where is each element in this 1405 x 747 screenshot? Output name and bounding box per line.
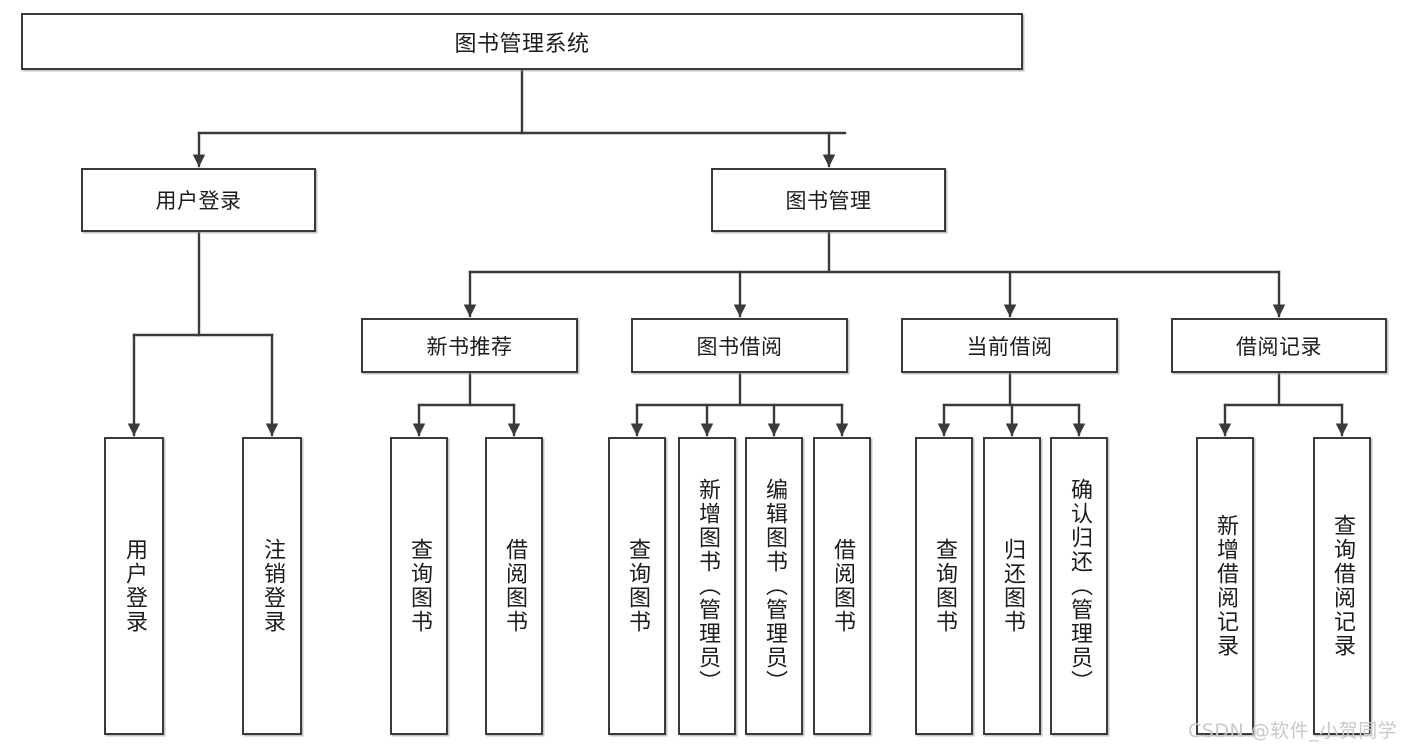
node-leaf-add-book-admin-label: 新增图书（管理员） [694, 478, 720, 694]
node-leaf-logout-label: 注销登录 [259, 538, 285, 634]
node-root[interactable]: 图书管理系统 [21, 13, 1023, 70]
node-new-book-recommend-label: 新书推荐 [426, 334, 513, 359]
node-leaf-query-borrow-record-label: 查询借阅记录 [1329, 514, 1355, 658]
node-book-management[interactable]: 图书管理 [711, 168, 946, 232]
node-borrow-record-label: 借阅记录 [1236, 334, 1322, 359]
node-leaf-query-book-borrow[interactable]: 查询图书 [608, 437, 666, 735]
node-user-login[interactable]: 用户登录 [81, 168, 316, 232]
node-leaf-borrow-book[interactable]: 借阅图书 [813, 437, 871, 735]
node-leaf-borrow-book-label: 借阅图书 [829, 538, 855, 634]
node-leaf-edit-book-admin[interactable]: 编辑图书（管理员） [745, 437, 803, 735]
node-current-borrow[interactable]: 当前借阅 [901, 318, 1118, 373]
node-leaf-query-book-borrow-label: 查询图书 [624, 538, 650, 634]
node-user-login-label: 用户登录 [155, 189, 242, 213]
node-leaf-edit-book-admin-label: 编辑图书（管理员） [761, 478, 787, 694]
node-leaf-logout[interactable]: 注销登录 [242, 437, 302, 735]
node-leaf-add-book-admin[interactable]: 新增图书（管理员） [678, 437, 736, 735]
node-leaf-query-book-recommend[interactable]: 查询图书 [390, 437, 448, 735]
node-leaf-add-borrow-record-label: 新增借阅记录 [1212, 514, 1238, 658]
node-leaf-query-book-recommend-label: 查询图书 [406, 538, 432, 634]
node-leaf-user-login[interactable]: 用户登录 [104, 437, 164, 735]
node-current-borrow-label: 当前借阅 [966, 334, 1053, 359]
node-leaf-borrow-book-recommend[interactable]: 借阅图书 [485, 437, 543, 735]
node-leaf-confirm-return-admin[interactable]: 确认归还（管理员） [1050, 437, 1108, 735]
node-root-label: 图书管理系统 [454, 31, 590, 57]
node-leaf-borrow-book-recommend-label: 借阅图书 [501, 538, 527, 634]
node-borrow-record[interactable]: 借阅记录 [1171, 318, 1387, 373]
node-book-borrow[interactable]: 图书借阅 [631, 318, 848, 373]
watermark-text: CSDN @软件_小贺同学 [1188, 720, 1398, 742]
node-leaf-return-book[interactable]: 归还图书 [983, 437, 1041, 735]
node-leaf-query-book-current-label: 查询图书 [931, 538, 957, 634]
node-book-management-label: 图书管理 [785, 189, 872, 213]
node-leaf-query-borrow-record[interactable]: 查询借阅记录 [1313, 437, 1371, 735]
node-leaf-return-book-label: 归还图书 [999, 538, 1025, 634]
node-leaf-confirm-return-admin-label: 确认归还（管理员） [1066, 478, 1092, 694]
node-leaf-add-borrow-record[interactable]: 新增借阅记录 [1196, 437, 1254, 735]
node-leaf-user-login-label: 用户登录 [121, 538, 147, 634]
node-book-borrow-label: 图书借阅 [696, 334, 783, 359]
node-new-book-recommend[interactable]: 新书推荐 [361, 318, 578, 373]
node-leaf-query-book-current[interactable]: 查询图书 [915, 437, 973, 735]
